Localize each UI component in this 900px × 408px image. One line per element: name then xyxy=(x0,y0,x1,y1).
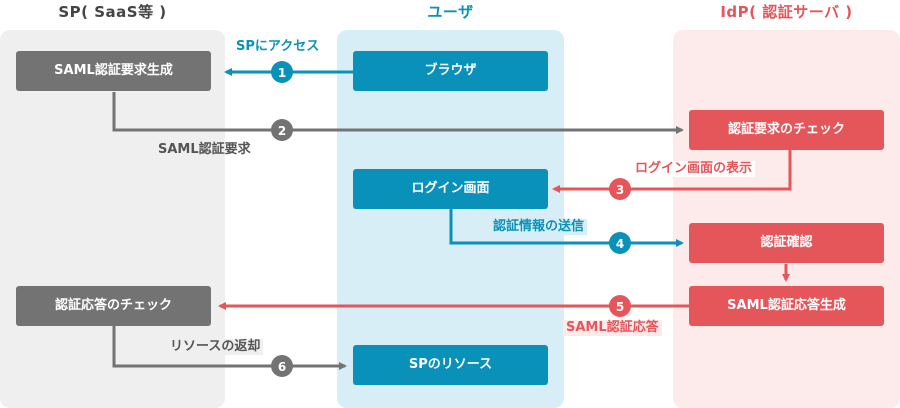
step-4-number: 4 xyxy=(616,237,624,251)
arrow-4 xyxy=(449,209,684,247)
step-6-badge xyxy=(271,355,293,377)
saml-request-gen-box: SAML認証要求生成 xyxy=(16,51,211,91)
browser-box: ブラウザ xyxy=(353,51,548,91)
step-4-badge xyxy=(609,232,631,254)
step-2-number: 2 xyxy=(278,124,286,138)
step-2-label: SAML認証要求 xyxy=(158,142,251,157)
check-response-box: 認証応答のチェック xyxy=(16,286,211,326)
step-5-badge xyxy=(609,295,631,317)
arrow-6 xyxy=(112,326,347,370)
step-3-number: 3 xyxy=(616,183,624,197)
step-4-label: 認証情報の送信 xyxy=(490,219,588,235)
step-1-number: 1 xyxy=(278,66,286,80)
check-request-box: 認証要求のチェック xyxy=(689,110,884,150)
idp-lane xyxy=(673,30,900,408)
step-3-badge xyxy=(609,178,631,200)
saml-response-gen-box: SAML認証応答生成 xyxy=(689,286,884,326)
auth-confirm-box: 認証確認 xyxy=(689,223,884,263)
step-2-badge xyxy=(271,119,293,141)
step-6-number: 6 xyxy=(278,360,286,374)
step-1-label: SPにアクセス xyxy=(233,39,323,55)
arrow-2 xyxy=(112,92,684,134)
step-5-label: SAML認証応答 xyxy=(563,320,662,336)
sp-resource-box: SPのリソース xyxy=(353,345,548,385)
sp-lane-title: SP( SaaS等 ) xyxy=(58,3,167,21)
step-6-label: リソースの返却 xyxy=(167,339,264,355)
step-1-badge xyxy=(271,61,293,83)
step-3-label: ログイン画面の表示 xyxy=(632,161,756,177)
idp-lane-title: IdP( 認証サーバ ) xyxy=(720,3,853,21)
step-5-number: 5 xyxy=(616,300,624,314)
arrow-3 xyxy=(552,150,792,193)
user-lane-title: ユーザ xyxy=(427,3,474,21)
login-screen-box: ログイン画面 xyxy=(353,169,548,209)
